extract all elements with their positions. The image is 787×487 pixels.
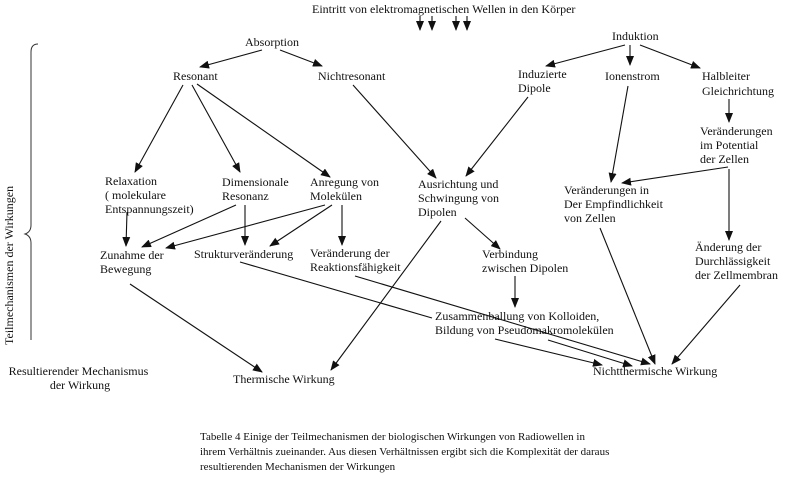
node-ionenstrom: Ionenstrom (605, 69, 660, 83)
side-bracket (23, 43, 39, 340)
arrow (545, 44, 626, 68)
arrows (122, 44, 741, 373)
arrow (330, 220, 442, 371)
arrow (269, 204, 333, 247)
arrow (352, 84, 437, 179)
arrow (494, 338, 603, 367)
arrow (129, 283, 263, 373)
node-nichtthermisch: Nichtthermische Wirkung (593, 364, 717, 378)
arrow (199, 49, 263, 69)
arrow (465, 96, 529, 177)
arrow (671, 284, 741, 365)
connector (239, 261, 433, 319)
arrow (122, 211, 131, 247)
node-induktion: Induktion (612, 29, 659, 43)
caption: Tabelle 4 Einige der Teilmechanismen der… (200, 431, 612, 473)
node-thermisch: Thermische Wirkung (233, 372, 335, 386)
arrow (191, 84, 241, 173)
arrow (165, 204, 326, 250)
node-absorption: Absorption (245, 35, 299, 49)
node-struktur: Strukturveränderung (194, 247, 293, 261)
node-resonant: Resonant (173, 69, 218, 83)
arrow (141, 204, 237, 248)
arrow (599, 227, 656, 365)
result-label: Resultierender Mechanismus der Wirkung (9, 364, 152, 392)
arrow (639, 44, 701, 69)
node-zusammenballung: Zusammenballung von Kolloiden,Bildung vo… (435, 309, 614, 337)
node-nichtresonant: Nichtresonant (318, 69, 386, 83)
diagram-title: Eintritt von elektromagnetischen Wellen … (312, 2, 575, 16)
arrow (621, 166, 729, 186)
arrow (279, 49, 323, 67)
arrow (547, 339, 633, 368)
arrow (608, 85, 629, 183)
arrow (354, 275, 651, 366)
side-label: Teilmechanismen der Wirkungen (2, 186, 16, 345)
incoming-wave-arrows (416, 16, 471, 31)
arrow (134, 84, 184, 173)
arrow (464, 217, 501, 250)
arrow (196, 83, 331, 178)
